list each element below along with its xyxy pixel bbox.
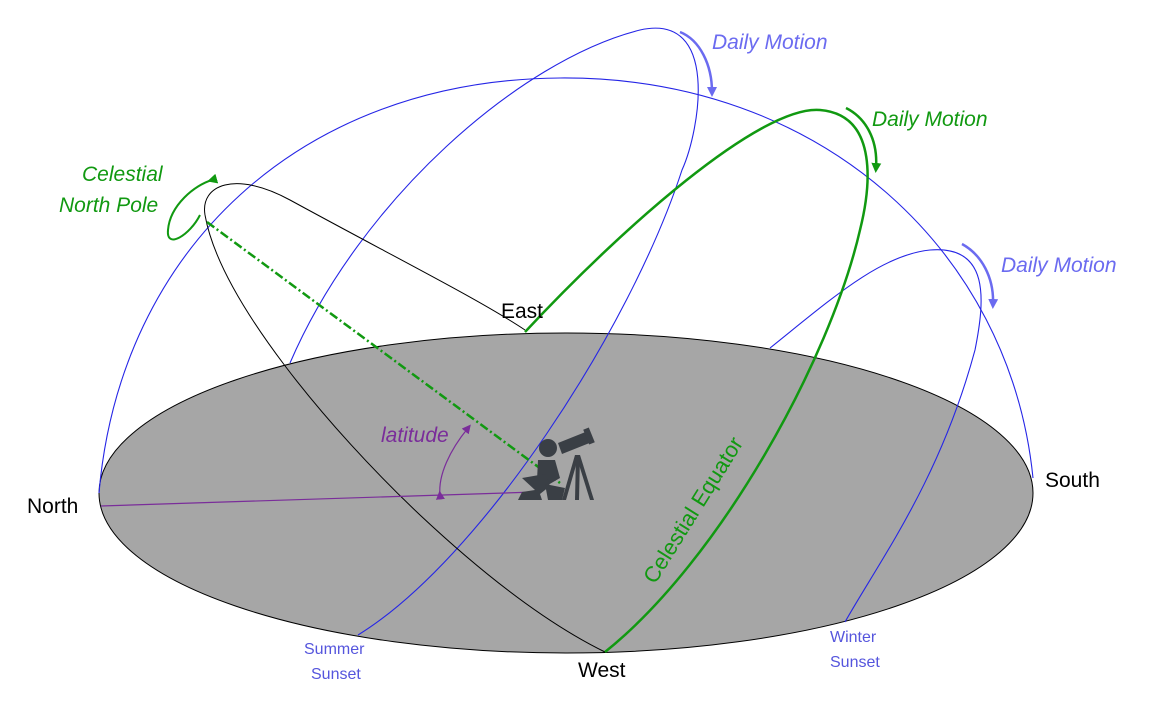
west-label: West (578, 659, 626, 682)
summer-sun-path (769, 249, 982, 623)
daily-motion-label-right: Daily Motion (1001, 254, 1117, 277)
daily-motion-label-green: Daily Motion (872, 108, 988, 131)
daily-motion-arrow-top (679, 30, 717, 97)
north-label: North (27, 495, 78, 518)
daily-motion-label-top: Daily Motion (712, 31, 828, 54)
east-label: East (501, 300, 543, 323)
daily-motion-arrow-right (961, 242, 999, 309)
celestial-pole-label-line2: North Pole (59, 194, 158, 217)
latitude-arc (435, 424, 471, 500)
meridian-circle (289, 27, 699, 636)
pole-circle (204, 183, 526, 331)
celestial-dome (98, 77, 1034, 494)
pole-rotation-arrow (166, 173, 219, 241)
south-label: South (1045, 469, 1100, 492)
winter-sunset-label-line2: Sunset (830, 654, 880, 671)
winter-sunset-label-line1: Winter (830, 629, 877, 646)
summer-sunset-label-line1: Summer (304, 641, 365, 658)
latitude-label: latitude (381, 424, 449, 447)
summer-sunset-label-line2: Sunset (311, 666, 361, 683)
pole-circle-lower (204, 214, 606, 653)
celestial-equator (524, 108, 869, 653)
daily-motion-arrow-green (845, 106, 882, 173)
polar-axis-line (206, 220, 561, 485)
observer-with-telescope-icon (518, 427, 595, 500)
celestial-pole-label-line1: Celestial (82, 163, 164, 186)
